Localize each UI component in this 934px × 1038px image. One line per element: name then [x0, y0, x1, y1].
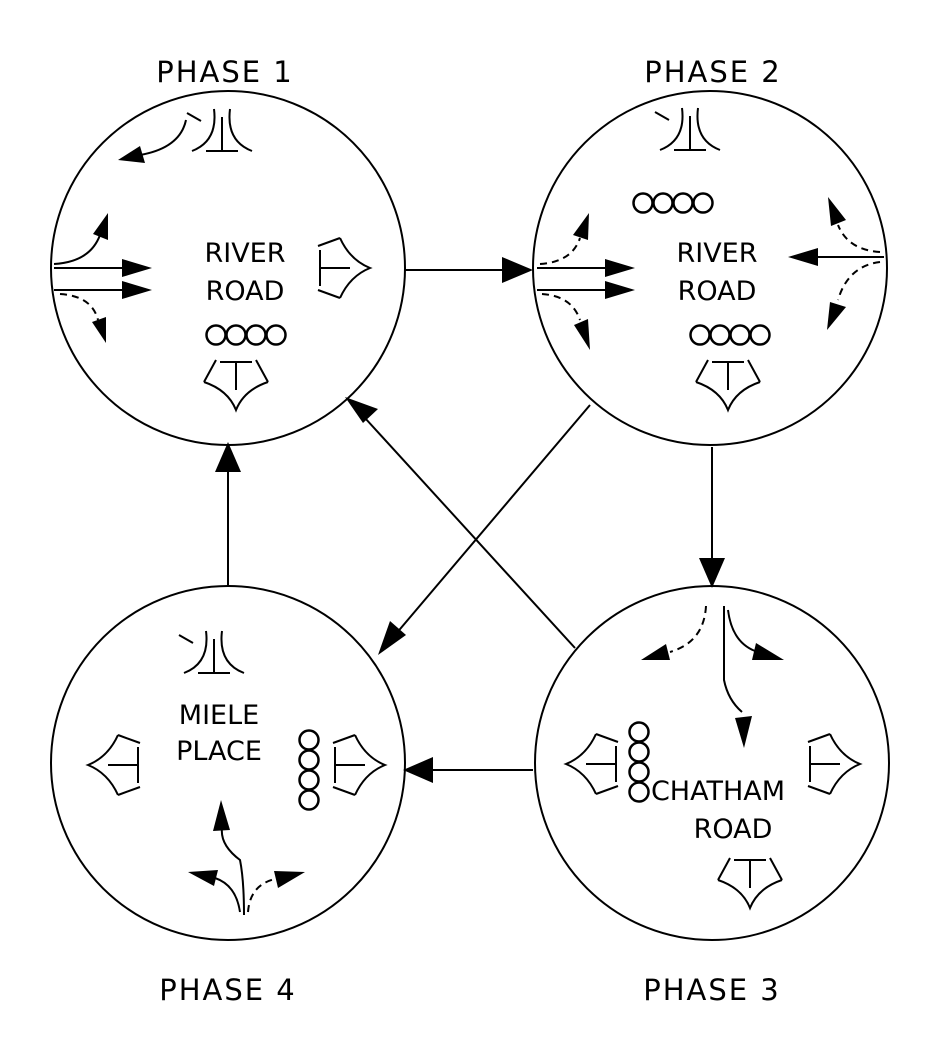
phase-2-east-right-turn-arrow-icon [828, 197, 881, 253]
phase-2-south-stop-icon [695, 359, 761, 411]
transition-4-to-1-arrow [215, 442, 241, 586]
phase-1-north-left-turn-arrow-icon [118, 119, 187, 163]
phase-3-east-stop-icon [807, 733, 861, 795]
phase-1-west-through-arrows-icon [54, 259, 152, 299]
transition-3-to-4-arrow [403, 757, 533, 783]
phase-2-north-pedestrian-crossing-icon [632, 192, 714, 214]
phase-4-south-right-turn-arrow-icon [247, 871, 305, 913]
phase-4-road-name-line2: PLACE [176, 736, 262, 767]
phase-3-road-name-line2: ROAD [694, 814, 773, 845]
phase-2-west-right-turn-arrow-icon [541, 293, 590, 350]
phase-1-label: PHASE 1 [156, 55, 294, 89]
phase-4-east-stop-icon [332, 734, 386, 796]
transition-1-to-2-arrow [405, 257, 533, 283]
phase-2-west-left-turn-arrow-icon [539, 213, 589, 265]
phase-3-north-right-turn-arrow-icon [727, 609, 784, 660]
phase-1-south-stop-icon [203, 359, 269, 411]
transition-2-to-3-arrow [699, 447, 725, 588]
transition-3-to-1-arrow [345, 397, 576, 649]
phase-3-label: PHASE 3 [643, 973, 781, 1007]
phase-2-road-name-line2: ROAD [678, 276, 757, 307]
phase-4-south-left-turn-arrow-icon [188, 870, 241, 913]
phase-3-north-left-turn-arrow-icon [641, 605, 707, 660]
phase-2-west-through-arrows-icon [537, 259, 635, 299]
phase-1-west-right-turn-arrow-icon [59, 293, 106, 343]
phase-4-south-through-arrow-icon [213, 800, 245, 916]
phase-1-north-stop-icon [186, 108, 253, 152]
phase-2-south-pedestrian-crossing-icon [689, 324, 771, 346]
transition-2-to-4-arrow [378, 404, 591, 655]
phase-2-east-through-arrow-icon [788, 248, 884, 266]
phase-4-west-stop-icon [87, 734, 141, 796]
phase-2-road-name-line1: RIVER [676, 238, 757, 269]
phase-2-label: PHASE 2 [644, 55, 782, 89]
phase-2-circle [532, 90, 888, 446]
phase-3-south-stop-icon [717, 857, 783, 909]
phase-1-pedestrian-crossing-icon [205, 324, 287, 346]
phase-3-north-through-arrow-icon [722, 605, 752, 748]
phase-1-road-name-line2: ROAD [206, 276, 285, 307]
phase-4-north-stop-icon [178, 630, 245, 674]
phase-3-road-name-line1: CHATHAM [651, 776, 785, 807]
phase-2-north-stop-icon [654, 107, 721, 151]
phase-4-road-name-line1: MIELE [179, 700, 259, 731]
phase-1-east-stop-icon [317, 237, 371, 299]
phase-4-pedestrian-crossing-icon [298, 729, 320, 811]
phase-3-west-stop-icon [565, 733, 619, 795]
phase-1-west-left-turn-arrow-icon [53, 213, 108, 265]
phase-4-label: PHASE 4 [159, 973, 297, 1007]
phase-2-east-left-turn-arrow-icon [827, 261, 881, 330]
phase-1-road-name-line1: RIVER [204, 238, 285, 269]
phase-3-pedestrian-crossing-icon [628, 721, 650, 803]
